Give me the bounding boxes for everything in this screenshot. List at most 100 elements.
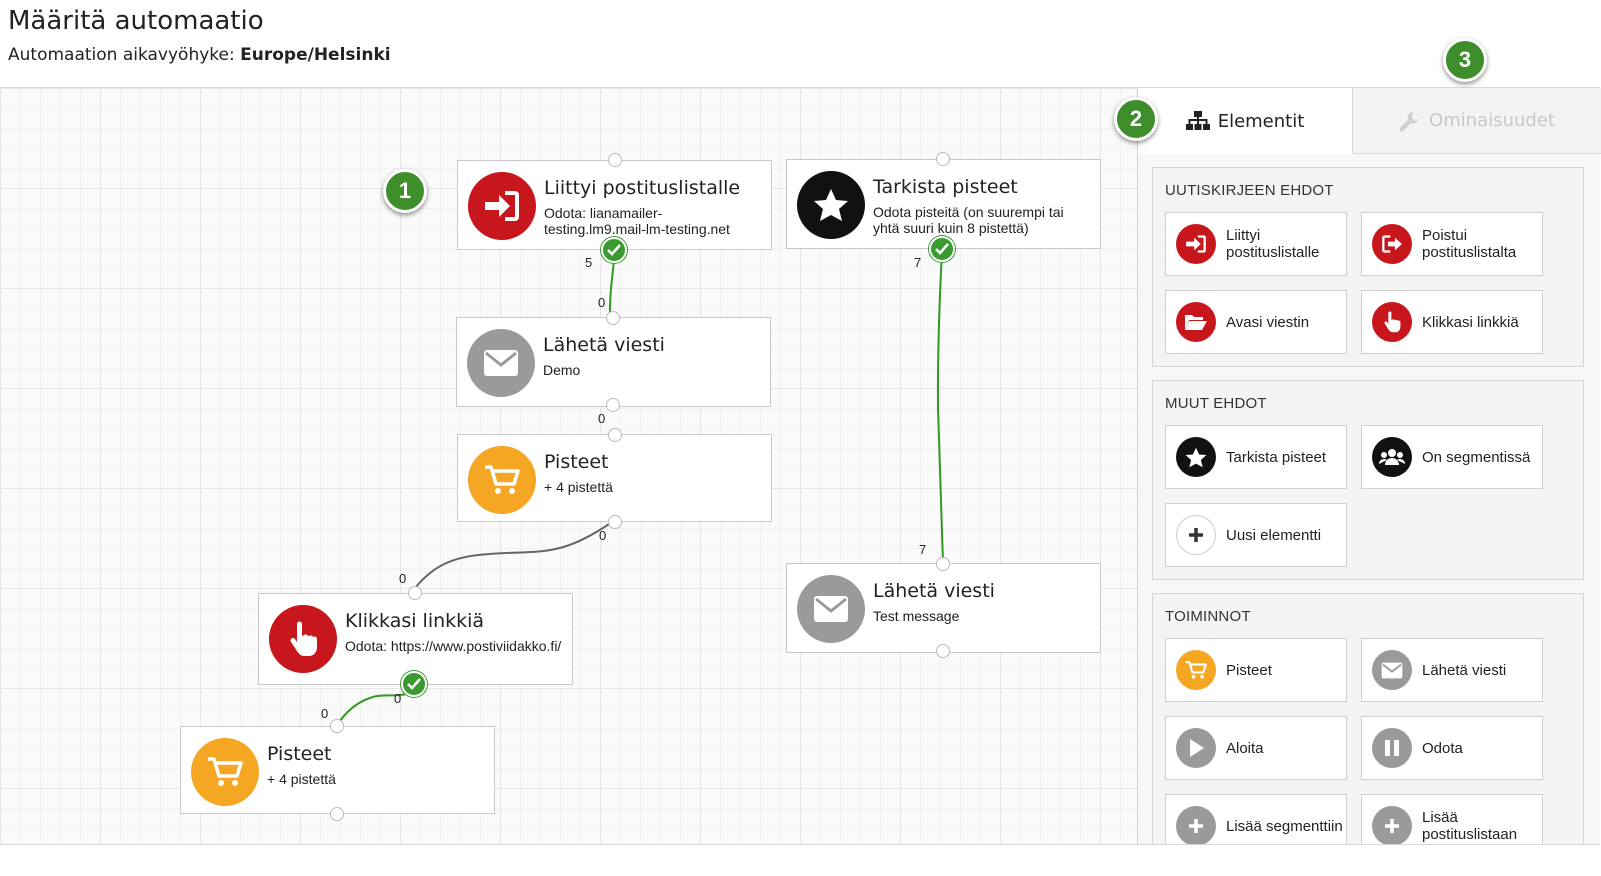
sign-out-icon <box>1372 224 1412 264</box>
users-icon <box>1372 437 1412 477</box>
element-klikkasi-linkkia[interactable]: Klikkasi linkkiä <box>1361 290 1543 354</box>
section-toiminnot: TOIMINNOT Pisteet Lähetä viesti Aloita O… <box>1152 593 1584 863</box>
folder-open-icon <box>1176 302 1216 342</box>
counter: 7 <box>914 255 922 270</box>
timezone-info: Automaation aikavyöhyke: Europe/Helsinki <box>8 45 391 65</box>
counter: 7 <box>919 542 927 557</box>
input-port[interactable] <box>608 153 622 167</box>
element-label: Odota <box>1422 739 1463 757</box>
cart-icon <box>1176 650 1216 690</box>
element-laheta-viesti[interactable]: Lähetä viesti <box>1361 638 1543 702</box>
plus-icon <box>1176 515 1216 555</box>
success-check-icon[interactable] <box>401 671 427 697</box>
input-port[interactable] <box>936 152 950 166</box>
success-check-icon[interactable] <box>601 237 627 263</box>
output-port[interactable] <box>608 515 622 529</box>
play-icon <box>1176 728 1216 768</box>
callout-badge-1: 1 <box>383 169 427 213</box>
output-port[interactable] <box>330 807 344 821</box>
element-label: Lisää segmenttiin <box>1226 817 1343 835</box>
output-port[interactable] <box>606 398 620 412</box>
node-subtitle: Demo <box>543 362 581 378</box>
element-label: Poistui postituslistalta <box>1422 227 1517 261</box>
node-tarkista-pisteet[interactable]: Tarkista pisteet Odota pisteitä (on suur… <box>786 159 1101 249</box>
element-odota[interactable]: Odota <box>1361 716 1543 780</box>
node-title: Pisteet <box>267 743 332 765</box>
input-port[interactable] <box>936 557 950 571</box>
counter: 0 <box>394 691 402 706</box>
element-label: Aloita <box>1226 739 1264 757</box>
sign-in-icon <box>1176 224 1216 264</box>
node-subtitle: + 4 pistettä <box>267 771 336 787</box>
success-check-icon[interactable] <box>929 236 955 262</box>
node-laheta-viesti-demo[interactable]: Lähetä viesti Demo <box>456 317 771 407</box>
header: Määritä automaatio Automaation aikavyöhy… <box>0 0 1600 88</box>
connection-klikkasi-pisteet <box>336 691 413 726</box>
element-label: Lisää postituslistaan <box>1422 809 1518 843</box>
element-aloita[interactable]: Aloita <box>1165 716 1347 780</box>
input-port[interactable] <box>408 586 422 600</box>
input-port[interactable] <box>608 428 622 442</box>
element-label: Avasi viestin <box>1226 313 1310 331</box>
pointer-icon <box>269 605 337 673</box>
tab-elementit[interactable]: Elementit <box>1138 88 1352 154</box>
envelope-icon <box>1372 650 1412 690</box>
elements-panel: Elementit Ominaisuudet UUTISKIRJEEN EHDO… <box>1114 88 1601 863</box>
element-poistui-postituslistalta[interactable]: Poistui postituslistalta <box>1361 212 1543 276</box>
counter: 0 <box>598 411 606 426</box>
element-liittyi-postituslistalle[interactable]: Liittyi postituslistalle <box>1165 212 1347 276</box>
node-subtitle: Odota: https://www.postiviidakko.fi/ <box>345 638 562 654</box>
node-pisteet[interactable]: Pisteet + 4 pistettä <box>457 434 772 522</box>
node-subtitle: Odota pisteitä (on suurempi tai yhtä suu… <box>873 204 1064 236</box>
counter: 0 <box>399 571 407 586</box>
star-icon <box>1176 437 1216 477</box>
connections <box>336 250 944 726</box>
section-heading: MUUT EHDOT <box>1165 395 1267 412</box>
element-label: Klikkasi linkkiä <box>1422 313 1519 331</box>
element-uusi-elementti[interactable]: Uusi elementti <box>1165 503 1347 567</box>
node-title: Tarkista pisteet <box>873 176 1018 198</box>
plus-icon <box>1372 806 1412 846</box>
node-title: Klikkasi linkkiä <box>345 610 485 632</box>
node-laheta-viesti-test[interactable]: Lähetä viesti Test message <box>786 563 1101 653</box>
bottom-bar <box>0 844 1600 876</box>
element-pisteet[interactable]: Pisteet <box>1165 638 1347 702</box>
node-title: Lähetä viesti <box>543 334 665 356</box>
tab-label: Elementit <box>1217 110 1305 132</box>
counter: 0 <box>598 295 606 310</box>
output-port[interactable] <box>936 644 950 658</box>
node-subtitle: Odota: lianamailer-testing.lm9.mail-lm-t… <box>544 205 730 237</box>
node-title: Lähetä viesti <box>873 580 995 602</box>
star-icon <box>797 171 865 239</box>
connection-tarkista-laheta <box>936 250 944 564</box>
automation-canvas[interactable]: Liittyi postituslistalle Odota: lianamai… <box>0 88 1137 844</box>
node-subtitle: + 4 pistettä <box>544 479 613 495</box>
element-label: Lähetä viesti <box>1422 661 1507 679</box>
sign-in-icon <box>468 172 536 240</box>
counter: 5 <box>585 255 593 270</box>
element-tarkista-pisteet[interactable]: Tarkista pisteet <box>1165 425 1347 489</box>
callout-badge-3: 3 <box>1443 38 1487 82</box>
plus-icon <box>1176 806 1216 846</box>
element-label: Uusi elementti <box>1226 526 1322 544</box>
node-pisteet-2[interactable]: Pisteet + 4 pistettä <box>180 726 495 814</box>
element-avasi-viestin[interactable]: Avasi viestin <box>1165 290 1347 354</box>
node-liittyi-postituslistalle[interactable]: Liittyi postituslistalle Odota: lianamai… <box>457 160 772 250</box>
input-port[interactable] <box>330 719 344 733</box>
input-port[interactable] <box>606 311 620 325</box>
timezone-value: Europe/Helsinki <box>240 45 391 65</box>
element-label: On segmentissä <box>1422 448 1531 466</box>
counter: 0 <box>599 528 607 543</box>
tab-ominaisuudet[interactable]: Ominaisuudet <box>1352 88 1601 154</box>
wrench-icon <box>1399 110 1421 132</box>
node-subtitle: Test message <box>873 608 960 624</box>
page-title: Määritä automaatio <box>8 6 264 36</box>
element-label: Pisteet <box>1226 661 1272 679</box>
section-heading: TOIMINNOT <box>1165 608 1251 625</box>
envelope-icon <box>467 329 535 397</box>
node-title: Pisteet <box>544 451 609 473</box>
cart-icon <box>468 446 536 514</box>
element-on-segmentissa[interactable]: On segmentissä <box>1361 425 1543 489</box>
counter: 0 <box>321 706 329 721</box>
envelope-icon <box>797 575 865 643</box>
